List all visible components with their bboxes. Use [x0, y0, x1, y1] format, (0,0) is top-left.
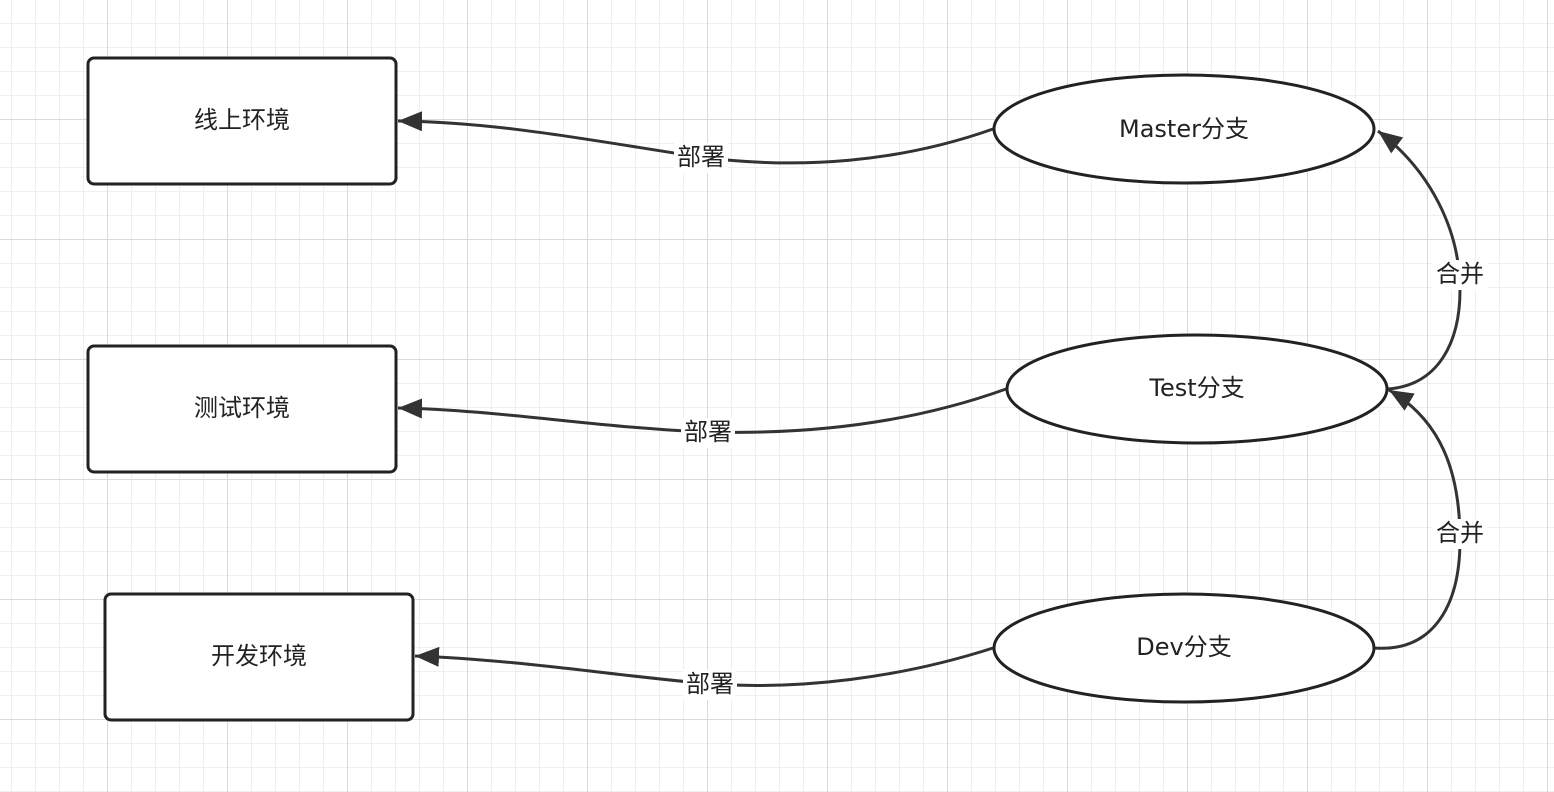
- edge-label-text: 部署: [684, 418, 732, 446]
- edge-label-merge-dev-to-test: 合并: [1433, 519, 1487, 549]
- edge-label-deploy-master: 部署: [674, 143, 728, 173]
- edge-label-text: 合并: [1436, 260, 1484, 288]
- edge-label-text: 合并: [1436, 519, 1484, 547]
- node-label: 线上环境: [194, 106, 290, 134]
- node-label: 测试环境: [194, 394, 290, 422]
- node-testing-environment[interactable]: 测试环境: [86, 344, 398, 474]
- node-development-environment[interactable]: 开发环境: [103, 592, 415, 722]
- edge-label-text: 部署: [677, 143, 725, 171]
- node-dev-branch[interactable]: Dev分支: [992, 592, 1376, 704]
- node-master-branch[interactable]: Master分支: [992, 73, 1376, 185]
- node-label: Master分支: [1119, 115, 1249, 143]
- node-production-environment[interactable]: 线上环境: [86, 56, 398, 186]
- edge-label-merge-test-to-master: 合并: [1433, 260, 1487, 290]
- edge-label-deploy-dev: 部署: [683, 670, 737, 700]
- node-test-branch[interactable]: Test分支: [1005, 333, 1389, 445]
- edge-label-text: 部署: [686, 670, 734, 698]
- node-label: Dev分支: [1136, 633, 1231, 661]
- node-label: 开发环境: [211, 642, 307, 670]
- edge-label-deploy-test: 部署: [681, 418, 735, 448]
- node-label: Test分支: [1148, 374, 1244, 402]
